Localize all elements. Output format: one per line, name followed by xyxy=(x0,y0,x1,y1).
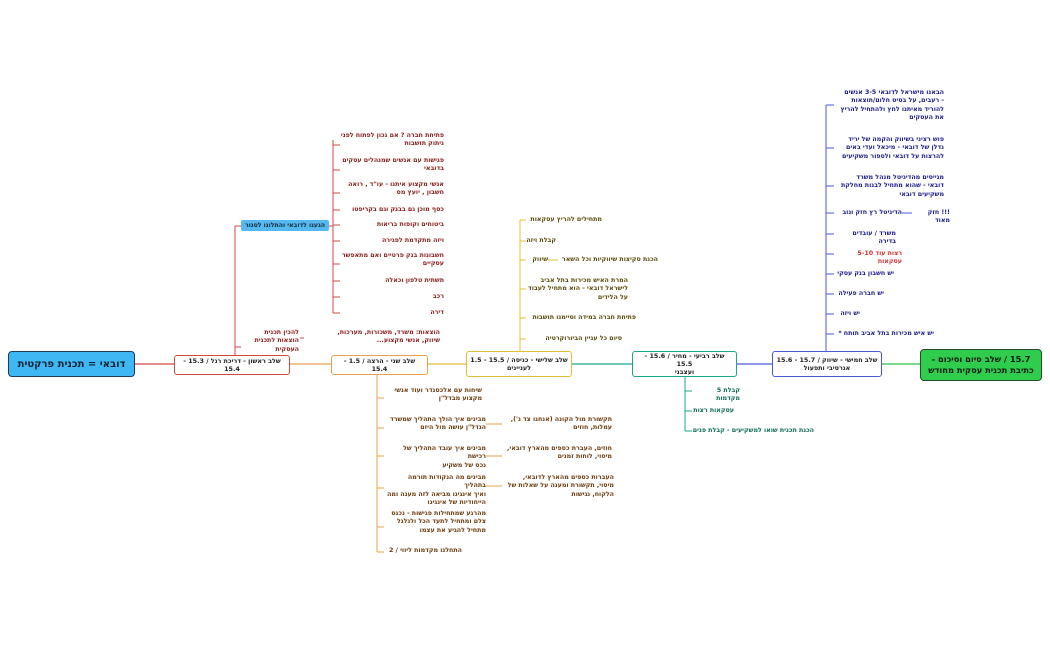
stage1-expense-plan-label[interactable]: להכין תכנית הוצאות לתכנית העסקית xyxy=(254,329,299,353)
stage3-item[interactable]: סיום כל עניין הביורוקרטיה xyxy=(545,335,622,342)
stage4-item[interactable]: הכנת תכנית שואו למשקיעים - קבלת פנים xyxy=(692,427,814,434)
stage3-item[interactable]: המרת האיש מכירות בתל אביב לישראל דובאי -… xyxy=(528,277,628,301)
stage3-item[interactable]: שיווק xyxy=(532,256,548,263)
stage2-side-note[interactable]: העברות כספים מהארץ לדובאי, מיסוי, תקשורת… xyxy=(507,474,614,498)
stage4-item[interactable]: עסקאות רצות xyxy=(693,407,734,414)
stage1-arrival-chip[interactable]: הגענו לדובאי והתלונו לסגור xyxy=(241,220,329,231)
stage2-item[interactable]: מבינים איך הולך התהליך שמשרד הנדל"ן עושה… xyxy=(390,416,486,432)
stage2-item[interactable]: התחלנו מקדמות ליווי / 2 xyxy=(389,547,462,554)
final-stage-node[interactable]: 15.7 / שלב סיום וסיכום - כתיבת תכנית עסק… xyxy=(920,349,1042,381)
stage1-expense-plan-value[interactable]: הוצאות: משרד, משכורות, מערכות, שיווק, אנ… xyxy=(337,329,440,345)
stage5-item[interactable]: משרד / עובדים בדירה xyxy=(852,230,896,246)
stage5-digital-note[interactable]: !!! חזק מאוד xyxy=(927,209,950,225)
stage5-item[interactable]: רצות עוד 5-10 עסקאות xyxy=(857,250,902,266)
stage3-node[interactable]: שלב שלישי - כניסה / 15.5 - 1.5 לעניינים xyxy=(466,351,572,377)
stage3-item[interactable]: פתיחת חברה במידה וסיימנו תושבות xyxy=(532,314,636,321)
stage5-item[interactable]: יש ויזה xyxy=(840,310,860,317)
stage1-item[interactable]: כסף מוכן גם בבנק וגם בקריפטו xyxy=(352,206,444,213)
stage5-item[interactable]: פוש רציני בשיווק והקמה של יריד נדלן של ד… xyxy=(841,136,944,160)
stage2-item[interactable]: שיחות עם אלכסנדר ועוד אנשי מקצוע מבדל"ן xyxy=(394,387,482,403)
stage4-node[interactable]: שלב רביעי - מחיר / 15.6 - 15.5 ועצבני xyxy=(632,351,737,377)
stage5-item[interactable]: מגייסים מהדיגיטל מנהל משרד דובאי - שהוא … xyxy=(840,174,944,198)
stage1-item[interactable]: פתיחת חברה ? אם נכון לפתוח לפני ניתוק תו… xyxy=(340,132,444,148)
stage1-item[interactable]: תשתית טלפון וכאלה xyxy=(385,277,444,284)
stage5-item[interactable]: יש איש מכירות בתל אביב תותח * xyxy=(838,330,934,337)
stage3-item[interactable]: קבלת ויזה xyxy=(526,237,556,244)
stage2-item[interactable]: מבינים מה הנקודות תורמה בתהליך ואיך אינג… xyxy=(387,474,486,507)
stage5-node[interactable]: שלב חמישי - שיווק / 15.7 - 15.6 אגרסיבי … xyxy=(772,351,882,377)
stage3-marketing-note[interactable]: הכנת סקיצות שיווקיות וכל השאר xyxy=(561,256,658,263)
stage5-item[interactable]: הדיגיטל רץ חזק ונוב xyxy=(842,209,902,216)
stage2-node[interactable]: שלב שני - הרצה / 1.5 - 15.4 xyxy=(331,355,428,375)
stage2-item[interactable]: מבינים איך עובד התהליך של רכישת נכס של מ… xyxy=(403,445,486,469)
stage5-item[interactable]: יש חשבון בנק עסקי xyxy=(837,270,894,277)
root-node[interactable]: דובאי = תכנית פרקטית xyxy=(8,351,135,377)
stage1-item[interactable]: חשבונות בנק פרטיים ואם מתאפשר עסקיים xyxy=(341,252,444,268)
stage1-item[interactable]: ויזה מתקדמת לפגירה xyxy=(381,237,444,244)
stage2-item[interactable]: מהרגע שמתחילות פגישות - נכנס צלם ומתחיל … xyxy=(391,510,486,534)
stage5-item[interactable]: הבאנו מישראל לדובאי 3-5 אנשים - רעבים, ע… xyxy=(840,89,944,122)
stage5-item[interactable]: יש חברה פעילה xyxy=(838,290,884,297)
stage3-item[interactable]: מתחילים להריץ עסקאות xyxy=(530,216,602,223)
stage2-side-note[interactable]: תקשורת מול הקונה (אנחנו צד ג'), עמלות, ח… xyxy=(510,416,612,432)
stage4-item[interactable]: קבלת 5 מקדמות xyxy=(716,387,740,403)
stage1-item[interactable]: אנשי מקצוע איתנו - עו"ד , רואה חשבון , י… xyxy=(348,181,444,197)
stage1-item[interactable]: פגישות עם אנשים שמנהלים עסקים בדובאי xyxy=(342,157,444,173)
stage1-item[interactable]: ביטוחים וקופות בריאות xyxy=(376,221,444,228)
stage1-item[interactable]: רכב xyxy=(432,293,444,300)
stage2-side-note[interactable]: חוזים, העברת כספים מהארץ דובאי, מיסוי, ל… xyxy=(506,445,612,461)
stage1-node[interactable]: שלב ראשון - דריכת רגל / 15.3 - 15.4 xyxy=(174,355,290,375)
stage1-item[interactable]: דירה xyxy=(430,309,444,316)
